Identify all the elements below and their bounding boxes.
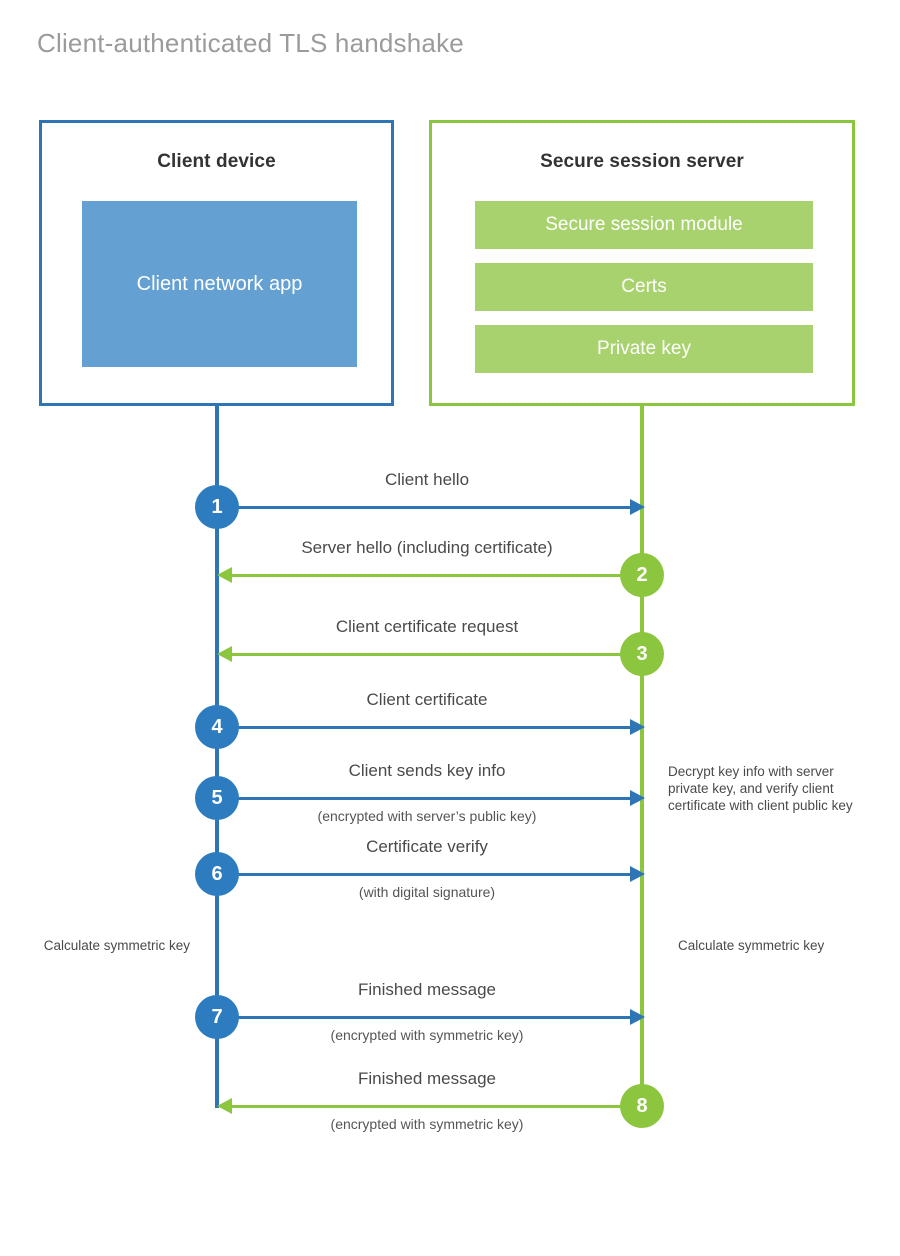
step-6-label: Certificate verify (366, 837, 488, 856)
step-2-arrow-shaft (222, 574, 642, 577)
step-2-marker: 2 (620, 553, 664, 597)
server-component-secure-session-module: Secure session module (475, 201, 813, 249)
step-5-marker: 5 (195, 776, 239, 820)
step-4-marker: 4 (195, 705, 239, 749)
server-calculate-symmetric-key-note: Calculate symmetric key (678, 938, 825, 953)
step-6-arrow-shaft (217, 873, 636, 876)
step-5-label: Client sends key info (348, 761, 506, 780)
step-6-sublabel: (with digital signature) (358, 884, 496, 900)
step-7-arrow-head (630, 1009, 645, 1025)
step-5-sublabel: (encrypted with server’s public key) (317, 808, 537, 824)
server-component-certs: Certs (475, 263, 813, 311)
server-decrypt-note: Decrypt key info with server private key… (668, 764, 853, 813)
step-3-arrow-head (217, 646, 232, 662)
step-6-arrow-head (630, 866, 645, 882)
step-1-marker: 1 (195, 485, 239, 529)
step-2-label: Server hello (including certificate) (301, 538, 553, 557)
client-network-app-block: Client network app (82, 201, 357, 367)
server-component-private-key: Private key (475, 325, 813, 373)
step-2-arrow-head (217, 567, 232, 583)
step-5-arrow-head (630, 790, 645, 806)
step-3-marker: 3 (620, 632, 664, 676)
step-4-arrow-head (630, 719, 645, 735)
step-7-label: Finished message (358, 980, 496, 999)
step-8-label: Finished message (358, 1069, 496, 1088)
step-6-marker: 6 (195, 852, 239, 896)
page-title: Client-authenticated TLS handshake (37, 28, 464, 58)
step-8-marker: 8 (620, 1084, 664, 1128)
client-device-box: Client device Client network app (39, 120, 394, 406)
step-8-arrow-shaft (222, 1105, 642, 1108)
secure-session-server-title: Secure session server (540, 151, 744, 172)
step-1-label: Client hello (384, 470, 470, 489)
step-7-arrow-shaft (217, 1016, 636, 1019)
step-3-label: Client certificate request (335, 617, 519, 636)
client-calculate-symmetric-key-note: Calculate symmetric key (43, 938, 190, 953)
step-8-arrow-head (217, 1098, 232, 1114)
step-1-arrow-head (630, 499, 645, 515)
server-lifeline (640, 404, 644, 1106)
step-4-label: Client certificate (366, 690, 488, 709)
step-4-arrow-shaft (217, 726, 636, 729)
client-device-title: Client device (157, 151, 276, 172)
step-5-arrow-shaft (217, 797, 636, 800)
server-component-list: Secure session module Certs Private key (475, 201, 813, 373)
step-3-arrow-shaft (222, 653, 642, 656)
client-lifeline (215, 404, 219, 1108)
step-8-sublabel: (encrypted with symmetric key) (330, 1116, 524, 1132)
step-1-arrow-shaft (217, 506, 636, 509)
step-7-marker: 7 (195, 995, 239, 1039)
secure-session-server-box: Secure session server Secure session mod… (429, 120, 855, 406)
step-7-sublabel: (encrypted with symmetric key) (330, 1027, 524, 1043)
